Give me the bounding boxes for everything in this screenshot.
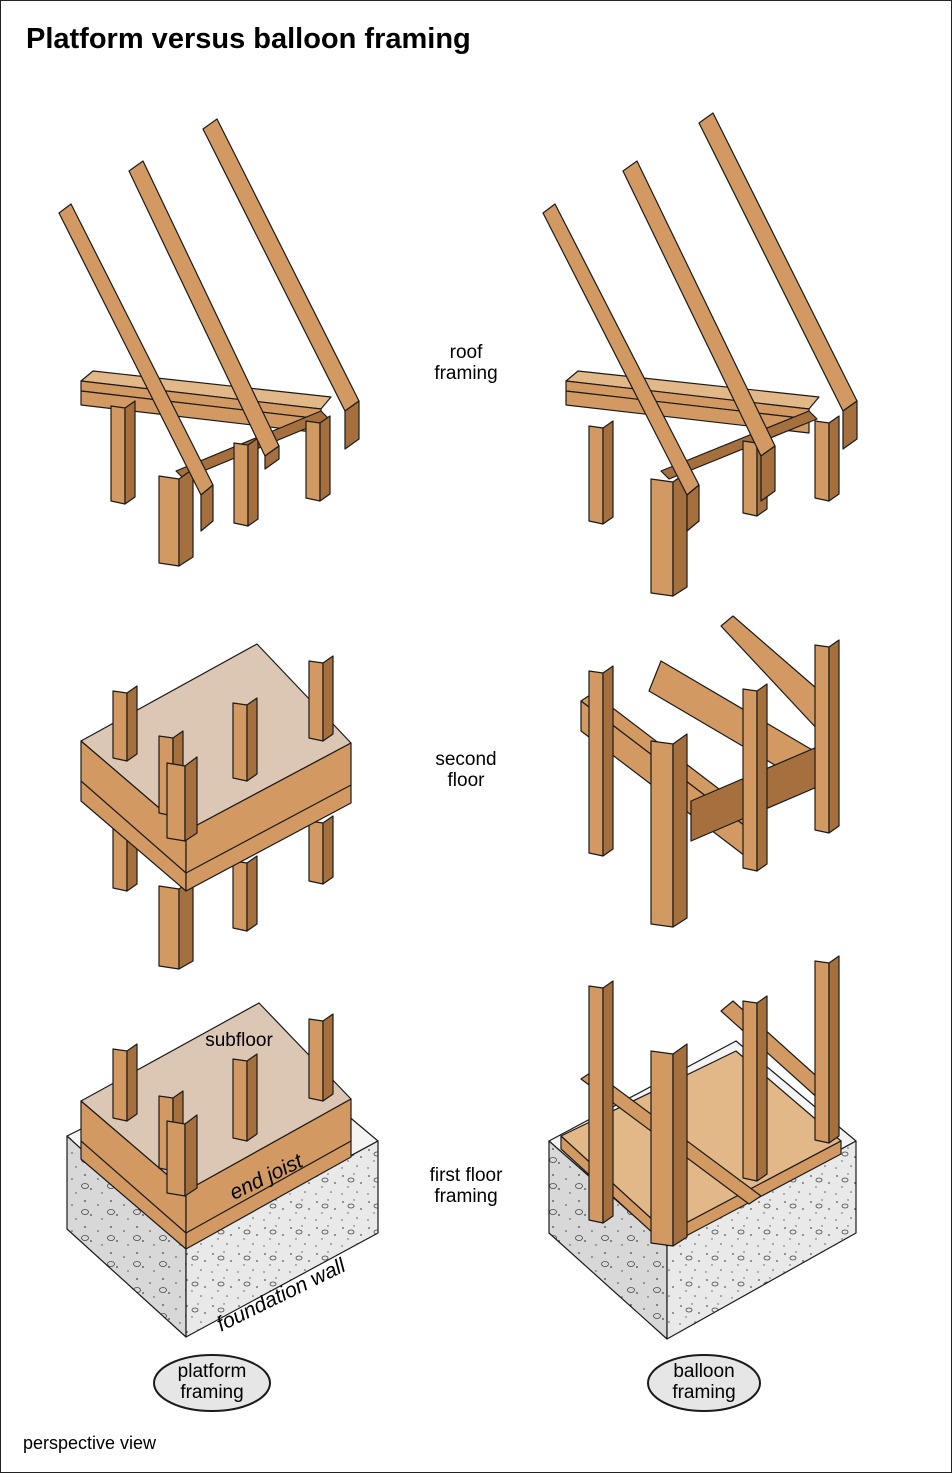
stud bbox=[308, 820, 324, 885]
balloon-second-floor bbox=[580, 615, 840, 928]
balloon-roof-framing bbox=[542, 112, 858, 597]
corner-stud bbox=[166, 762, 186, 842]
badge-platform-line2: framing bbox=[180, 1382, 243, 1403]
stud bbox=[742, 440, 758, 517]
corner-stud bbox=[158, 475, 180, 567]
stud bbox=[112, 690, 128, 762]
badge-platform-line1: platform bbox=[178, 1361, 247, 1382]
stud bbox=[308, 660, 324, 742]
stud bbox=[742, 688, 758, 872]
corner-stud bbox=[650, 478, 674, 597]
stud bbox=[814, 644, 830, 834]
platform-second-floor bbox=[80, 643, 352, 970]
callout-subfloor: subfloor bbox=[205, 1030, 273, 1051]
balloon-first-floor bbox=[548, 955, 857, 1340]
stud bbox=[232, 1058, 248, 1142]
level-label-roof: roof framing bbox=[434, 342, 498, 384]
stud bbox=[742, 1000, 758, 1182]
stud bbox=[588, 425, 604, 525]
balloon-framing-badge: balloon framing bbox=[647, 1354, 761, 1412]
end-joist bbox=[185, 742, 352, 892]
stud bbox=[110, 405, 126, 505]
end-joist bbox=[185, 1098, 352, 1250]
stud bbox=[233, 442, 249, 527]
badge-balloon-line2: framing bbox=[672, 1382, 735, 1403]
badge-balloon-line1: balloon bbox=[673, 1361, 734, 1382]
corner-stud bbox=[158, 885, 180, 970]
stud bbox=[814, 420, 830, 502]
stud bbox=[814, 960, 830, 1144]
stud bbox=[588, 985, 604, 1224]
level-label-second-floor: second floor bbox=[435, 749, 497, 791]
stud bbox=[308, 1018, 324, 1102]
platform-framing-badge: platform framing bbox=[153, 1354, 271, 1412]
stud bbox=[232, 702, 248, 782]
corner-stud bbox=[650, 740, 674, 928]
stud bbox=[112, 1048, 128, 1122]
rafter bbox=[58, 203, 214, 496]
corner-stud bbox=[650, 1050, 674, 1247]
view-caption: perspective view bbox=[23, 1433, 157, 1453]
platform-first-floor bbox=[66, 1002, 379, 1338]
page-title: Platform versus balloon framing bbox=[26, 23, 471, 55]
platform-roof-framing bbox=[58, 118, 360, 567]
corner-stud bbox=[166, 1120, 186, 1197]
stud bbox=[588, 670, 604, 857]
level-label-first-floor: first floor framing bbox=[429, 1165, 503, 1207]
stud bbox=[232, 860, 248, 932]
stud bbox=[305, 420, 321, 502]
